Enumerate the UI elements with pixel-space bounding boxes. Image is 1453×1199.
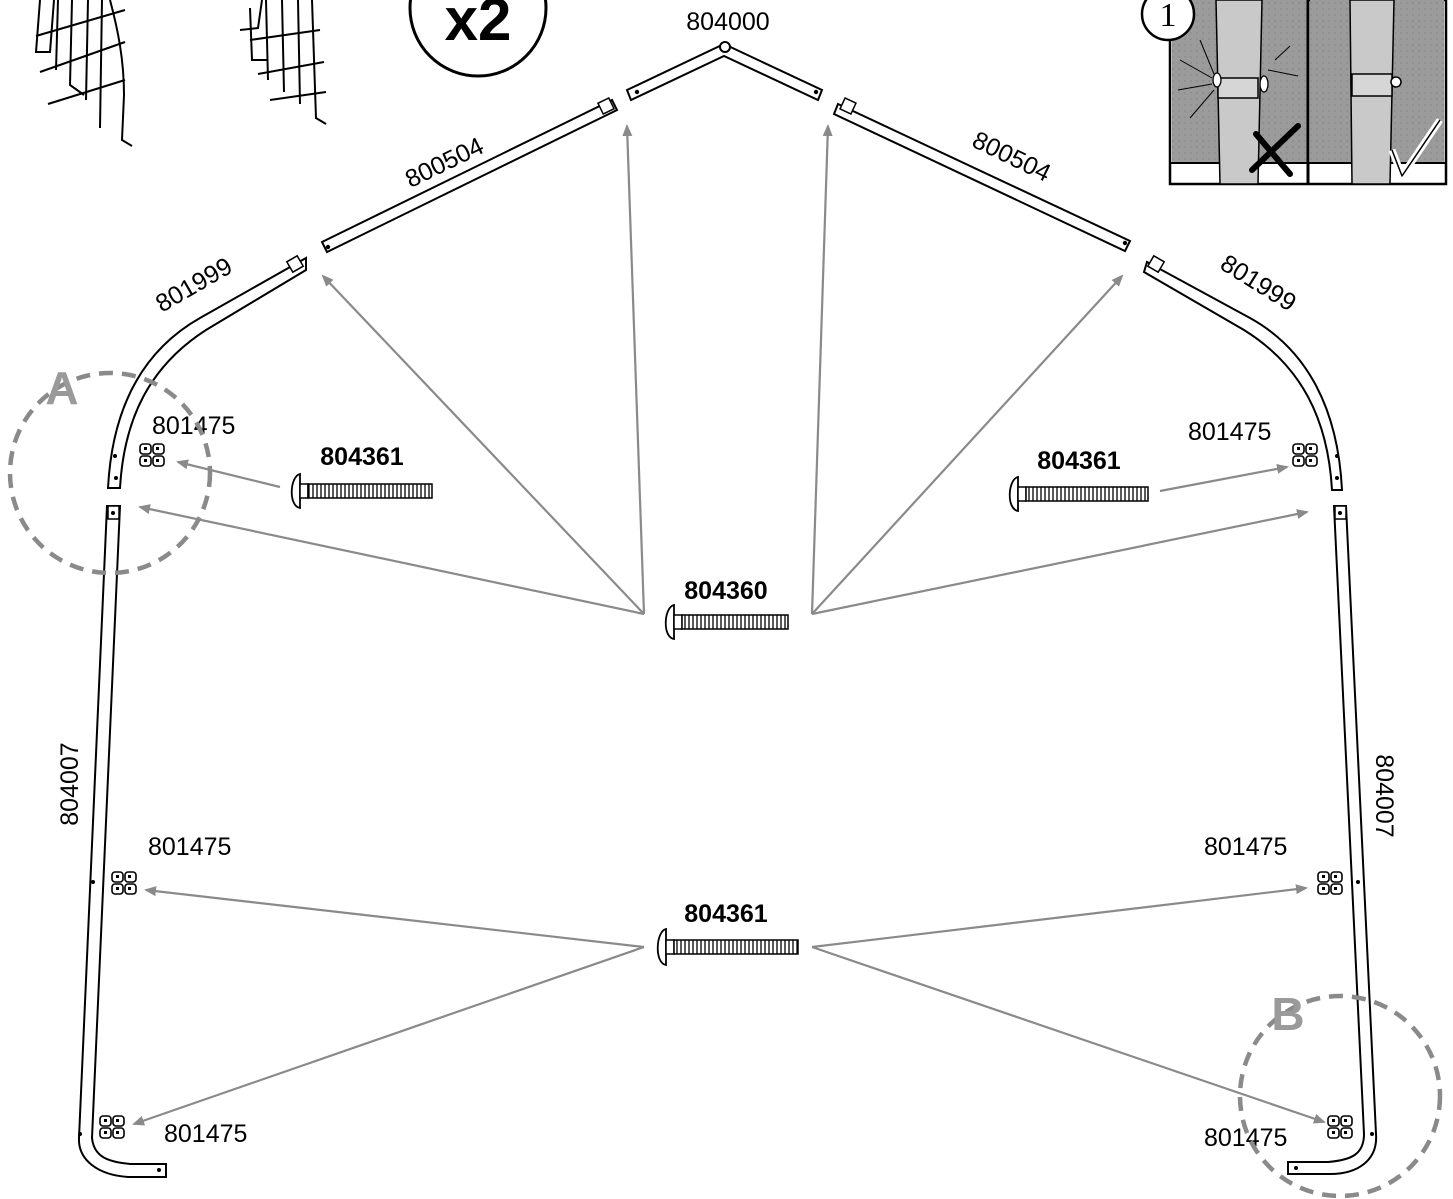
nut-801475-left-upper [139,443,165,467]
label-801475-right-mid: 801475 [1204,833,1287,861]
nut-801475-right-bottom [1327,1115,1353,1139]
svg-text:x2: x2 [445,0,512,53]
callout-a: A [7,362,213,576]
bolt-804361-left-upper: 804361 [290,443,433,510]
nut-801475-right-mid [1317,871,1343,895]
callout-b: B [1237,988,1443,1199]
label-804007-right: 804007 [1370,754,1398,837]
nut-801475-left-mid [111,871,137,895]
nut-801475-left-bottom [99,1115,125,1139]
top-connector-804000: 804000 [625,8,824,102]
quantity-badge: x2 [408,0,548,78]
inset-detail: 1 [1140,0,1448,186]
label-801475-right-upper: 801475 [1188,418,1271,446]
step-number-badge: 1 [1140,0,1196,42]
svg-text:B: B [1271,988,1304,1040]
rail-800504-right: 800504 [832,97,1132,253]
label-801475-left-upper: 801475 [152,412,235,440]
svg-text:A: A [45,362,78,414]
nut-801475-right-upper [1292,443,1318,467]
label-804007-left: 804007 [56,742,84,825]
svg-text:804361: 804361 [684,900,768,928]
rail-800504-left: 800504 [320,96,619,254]
label-801475-left-bottom: 801475 [164,1120,247,1148]
bolt-804361-right-upper: 804361 [1008,447,1149,513]
svg-text:1: 1 [1160,0,1177,34]
leg-804007-left: 804007 [56,505,167,1178]
check-mark-icon [1388,118,1443,180]
svg-text:804361: 804361 [1037,447,1121,475]
frame-overview-sketch [34,0,327,147]
assembly-arrows [132,124,1326,1126]
svg-text:804361: 804361 [320,443,404,471]
cross-mark-icon [1249,123,1301,177]
bolt-804361-lower: 804361 [656,900,799,967]
label-801475-left-mid: 801475 [148,833,231,861]
svg-text:804360: 804360 [684,577,767,605]
label-804000: 804000 [686,8,769,36]
bolt-804360-center: 804360 [664,577,789,641]
leg-804007-right: 804007 [1287,505,1398,1175]
